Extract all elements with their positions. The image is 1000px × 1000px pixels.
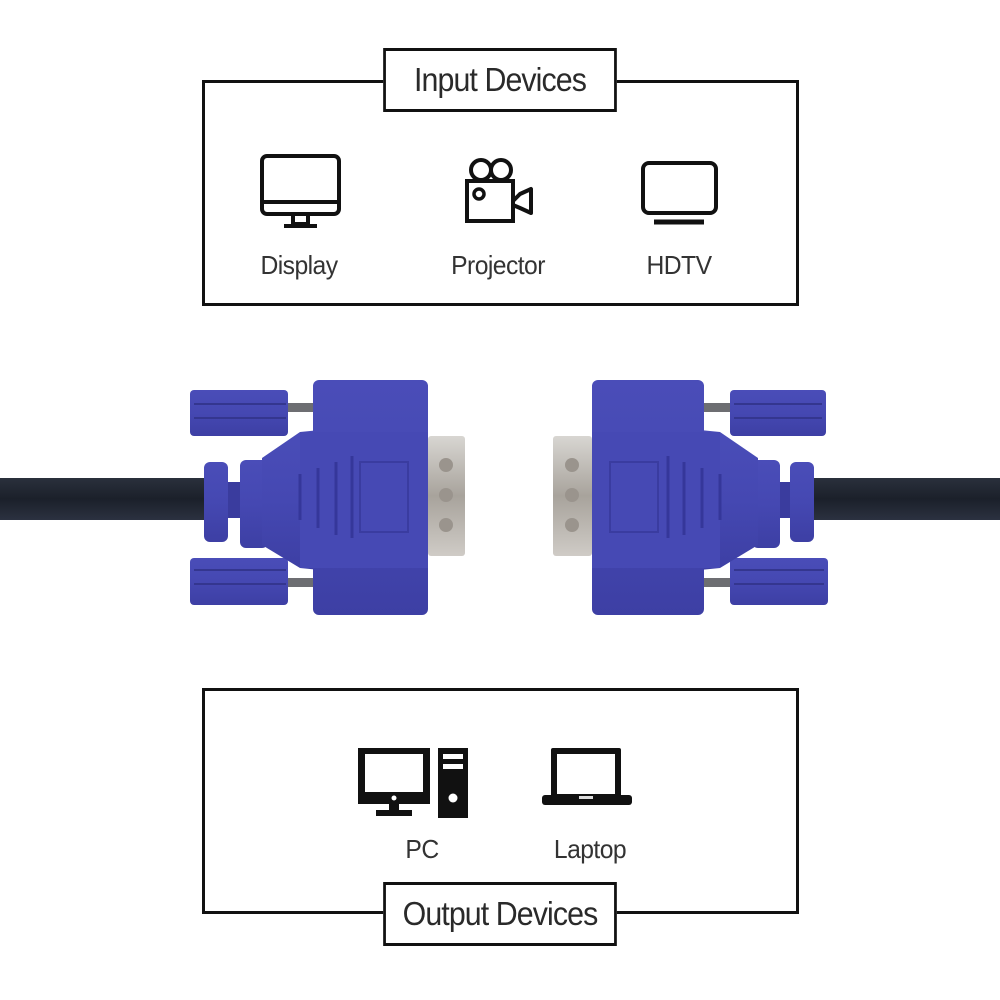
device-label-projector: Projector	[451, 250, 545, 280]
right-vga-connector	[553, 380, 1000, 615]
device-label-pc: PC	[405, 834, 439, 864]
vga-cable	[0, 370, 1000, 630]
device-label-hdtv: HDTV	[646, 250, 713, 280]
desktop-pc-icon	[356, 746, 472, 820]
left-vga-connector	[0, 380, 465, 615]
device-label-display: Display	[260, 250, 338, 280]
laptop-icon	[541, 746, 633, 808]
tv-icon	[640, 160, 720, 226]
output-devices-title: Output Devices	[383, 882, 617, 946]
output-devices-frame	[202, 688, 799, 914]
film-projector-icon	[464, 155, 538, 225]
output-devices-title-text: Output Devices	[402, 895, 599, 932]
input-devices-title-text: Input Devices	[414, 61, 587, 98]
monitor-icon	[259, 153, 343, 231]
device-label-laptop: Laptop	[553, 834, 627, 864]
input-devices-title: Input Devices	[383, 48, 617, 112]
